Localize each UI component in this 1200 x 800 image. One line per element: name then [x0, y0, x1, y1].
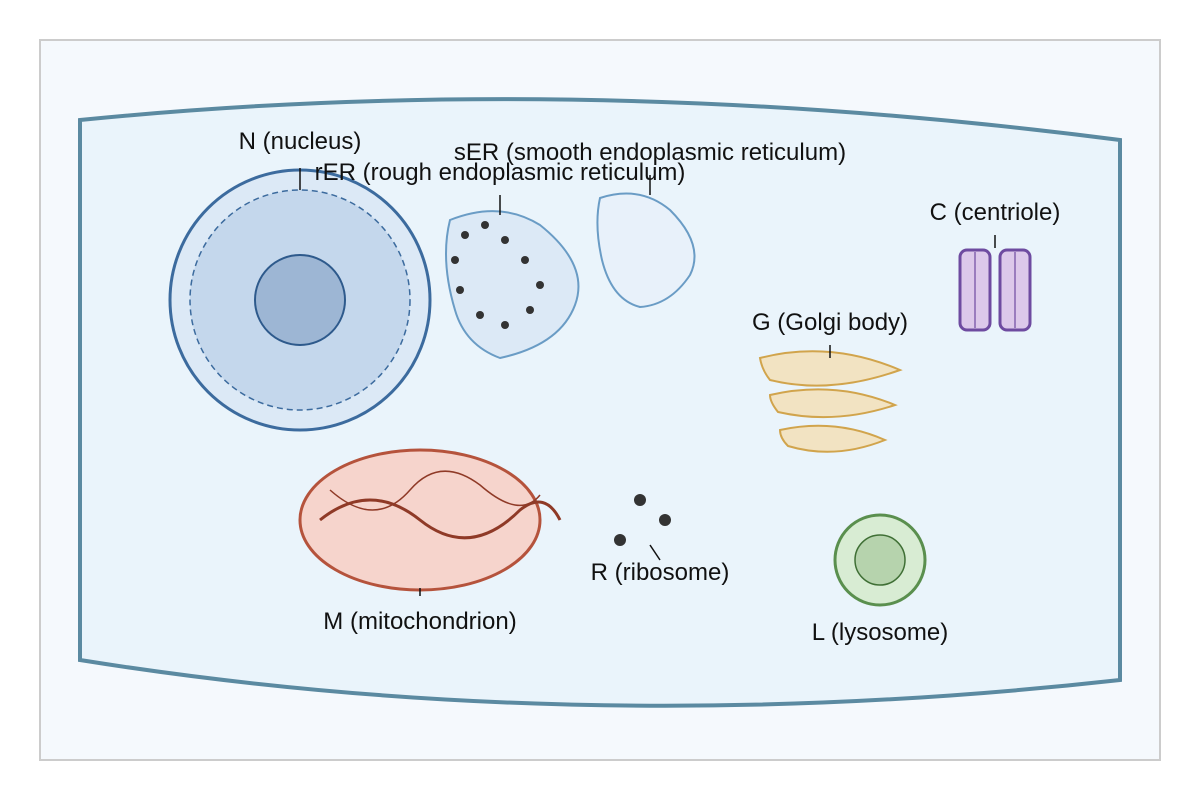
- rer-ribosome: [476, 311, 484, 319]
- ribosome-leader: [649, 544, 661, 561]
- rough-er-label: rER (rough endoplasmic reticulum): [315, 159, 686, 186]
- mitochondrion-crista: [319, 498, 562, 540]
- rer-ribosome: [461, 231, 469, 239]
- rough-er-body: [445, 210, 580, 360]
- mitochondrion-crista: [329, 470, 541, 511]
- lysosome: [833, 513, 927, 607]
- rer-ribosome: [536, 281, 544, 289]
- lysosome-label: L (lysosome): [812, 619, 948, 646]
- nucleolus: [254, 254, 346, 346]
- golgi-cisterna: [758, 350, 903, 387]
- ribosome: [634, 494, 646, 506]
- mitochondrion-label: M (mitochondrion): [323, 608, 516, 635]
- rer-ribosome: [481, 221, 489, 229]
- rer-ribosome: [521, 256, 529, 264]
- nucleus: [168, 168, 432, 432]
- golgi-label: G (Golgi body): [752, 309, 908, 336]
- rough-er-ribosomes: [451, 221, 544, 329]
- rer-ribosome: [501, 321, 509, 329]
- golgi-body: [758, 350, 903, 453]
- rer-ribosome: [501, 236, 509, 244]
- smooth-er-label: sER (smooth endoplasmic reticulum): [454, 139, 846, 166]
- golgi-cisterna: [778, 424, 888, 453]
- ribosome: [614, 534, 626, 546]
- rough-er: [445, 210, 580, 360]
- ribosome: [659, 514, 671, 526]
- smooth-er: [596, 192, 696, 309]
- centriole-label: C (centriole): [930, 199, 1061, 226]
- centriole: [958, 248, 1032, 332]
- rer-ribosome: [456, 286, 464, 294]
- free-ribosomes: [614, 494, 671, 546]
- rer-ribosome: [526, 306, 534, 314]
- leader-lines: [299, 168, 996, 596]
- nucleus-label: N (nucleus): [239, 128, 362, 155]
- lysosome-core: [854, 534, 906, 586]
- golgi-cisterna: [768, 388, 898, 419]
- rer-ribosome: [451, 256, 459, 264]
- ribosome-label: R (ribosome): [591, 559, 730, 586]
